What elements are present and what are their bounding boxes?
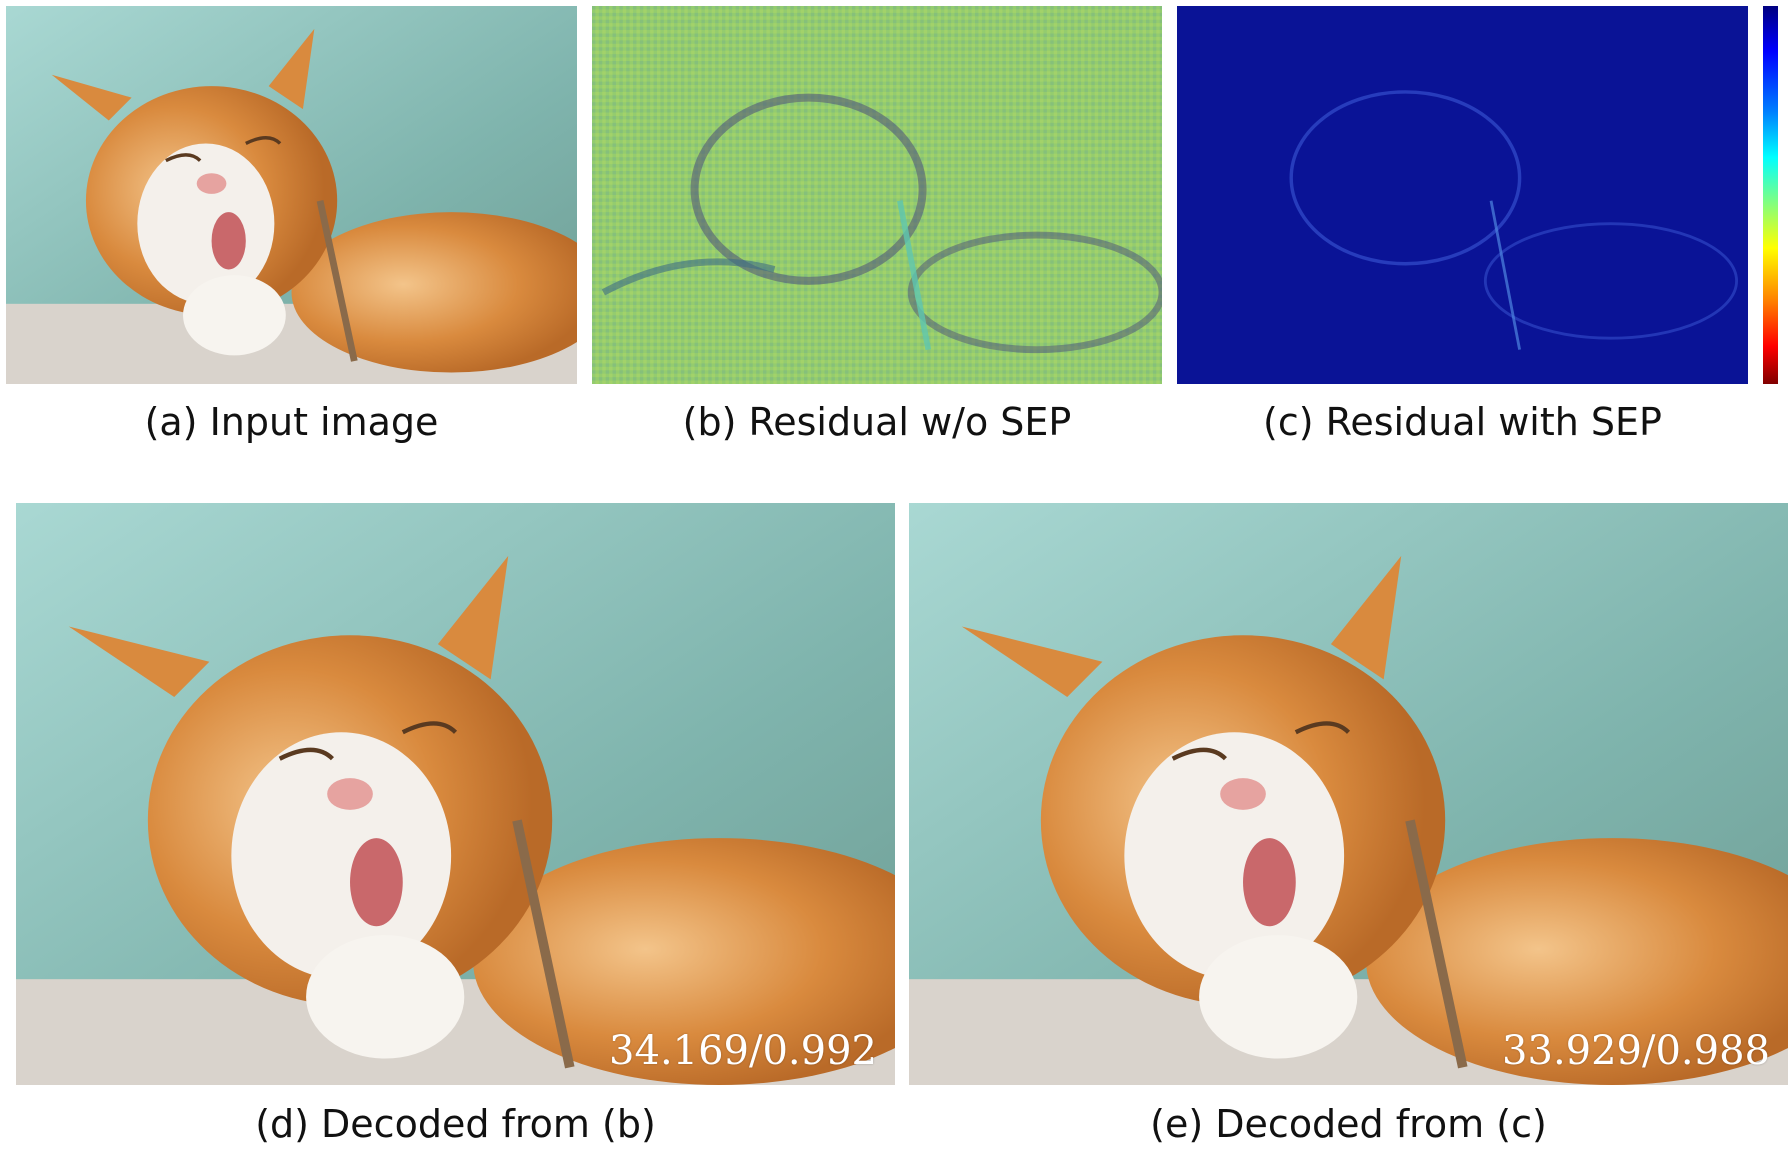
caption-e: (e) Decoded from (c) bbox=[1150, 1102, 1547, 1146]
decoded-from-b-panel: 34.169/0.992 bbox=[16, 503, 895, 1085]
metric-d: 34.169/0.992 bbox=[609, 1028, 877, 1074]
caption-a: (a) Input image bbox=[144, 400, 439, 444]
residual-map-green bbox=[592, 6, 1162, 384]
residual-map-blue bbox=[1177, 6, 1748, 384]
decoded-cat-photo-d bbox=[16, 503, 895, 1085]
input-image-panel bbox=[6, 6, 577, 384]
residual-without-sep-panel bbox=[592, 6, 1162, 384]
caption-b: (b) Residual w/o SEP bbox=[682, 400, 1072, 444]
decoded-from-c-panel: 33.929/0.988 bbox=[909, 503, 1788, 1085]
cat-photo bbox=[6, 6, 577, 384]
decoded-cat-photo-e bbox=[909, 503, 1788, 1085]
caption-c: (c) Residual with SEP bbox=[1263, 400, 1662, 444]
caption-d: (d) Decoded from (b) bbox=[255, 1102, 656, 1146]
colorbar bbox=[1763, 6, 1778, 384]
residual-with-sep-panel bbox=[1177, 6, 1748, 384]
metric-e: 33.929/0.988 bbox=[1502, 1028, 1770, 1074]
